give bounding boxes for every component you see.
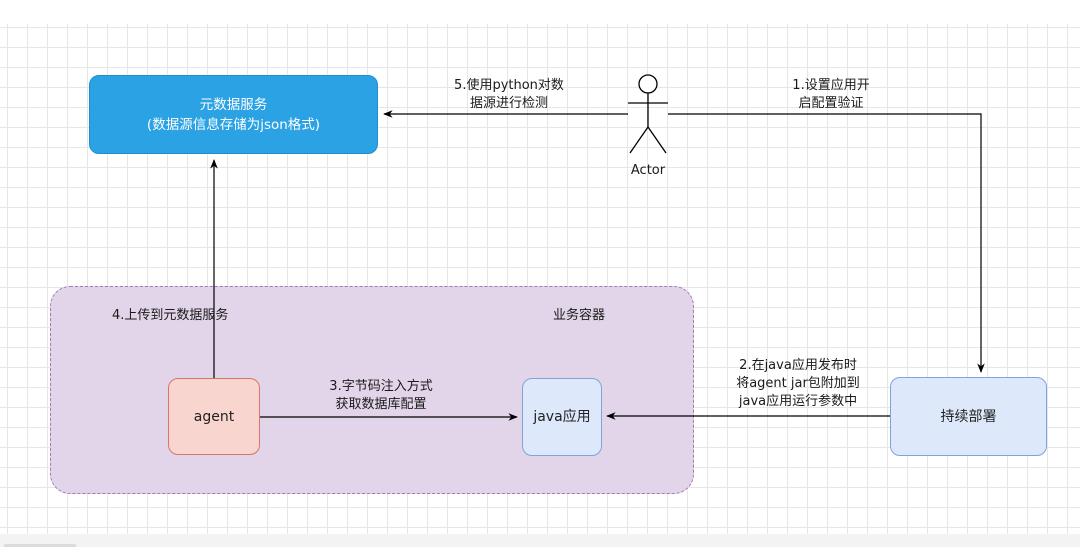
edge-label-2: 2.在java应用发布时 将agent jar包附加到 java应用运行参数中 (713, 357, 883, 411)
continuous-deployment-node[interactable]: 持续部署 (890, 377, 1047, 456)
edge-label-5-line1: 5.使用python对数 (454, 78, 564, 93)
edge-label-1: 1.设置应用开 启配置验证 (776, 77, 886, 113)
java-app-label: java应用 (533, 409, 591, 425)
metadata-service-subtitle: (数据源信息存储为json格式) (146, 116, 321, 133)
container-title: 业务容器 (553, 308, 606, 323)
edge-label-3: 3.字节码注入方式 获取数据库配置 (306, 378, 456, 414)
edge-label-5: 5.使用python对数 据源进行检测 (434, 77, 584, 113)
page-tab[interactable] (4, 544, 76, 547)
edge-label-1-line2: 启配置验证 (798, 96, 864, 111)
edge-label-2-line3: java应用运行参数中 (738, 394, 858, 409)
agent-label: agent (193, 408, 235, 425)
edge-label-5-line2: 据源进行检测 (469, 96, 548, 111)
edge-label-4: 4.上传到元数据服务 (112, 308, 229, 323)
actor-label: Actor (630, 163, 666, 178)
metadata-service-title: 元数据服务 (199, 96, 268, 113)
cd-label: 持续部署 (940, 408, 997, 425)
edge-label-3-line1: 3.字节码注入方式 (329, 379, 433, 394)
java-app-node[interactable]: java应用 (522, 378, 602, 456)
edge-label-1-line1: 1.设置应用开 (792, 78, 870, 93)
edge-label-2-line1: 2.在java应用发布时 (739, 358, 857, 373)
agent-node[interactable]: agent (168, 378, 260, 455)
bottom-strip (0, 534, 1080, 547)
metadata-service-node[interactable]: 元数据服务 (数据源信息存储为json格式) (89, 75, 378, 154)
edge-actor-to-cd[interactable] (668, 113, 985, 373)
actor-icon[interactable] (628, 74, 668, 154)
edge-label-3-line2: 获取数据库配置 (335, 397, 427, 412)
edge-label-2-line2: 将agent jar包附加到 (736, 376, 860, 391)
